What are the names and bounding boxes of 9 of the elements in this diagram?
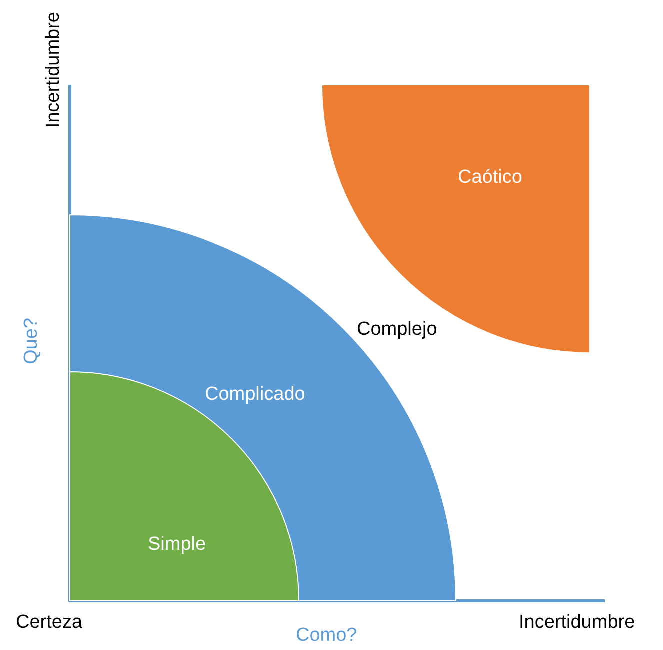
region-label: Caótico: [458, 168, 522, 187]
axis-label: Incertidumbre: [519, 613, 636, 632]
axis-title: Como?: [296, 626, 358, 645]
axis-label: Certeza: [16, 613, 83, 632]
region-label: Simple: [148, 535, 206, 554]
axis-title: Que?: [22, 318, 41, 364]
region-label: Complejo: [357, 320, 438, 339]
axis-label: Incertidumbre: [44, 12, 63, 128]
region-label: Complicado: [205, 385, 306, 404]
